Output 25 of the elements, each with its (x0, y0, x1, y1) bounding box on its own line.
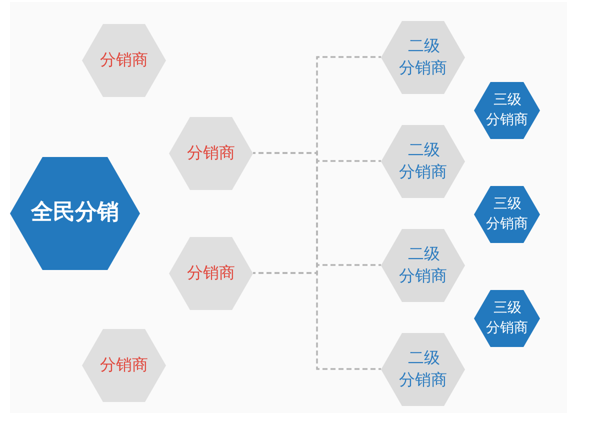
hexagon-node (381, 20, 465, 94)
hexagon-node (474, 186, 540, 242)
hexagon-node (381, 228, 465, 302)
hexagon-node (474, 82, 540, 138)
dashed-connector (253, 272, 381, 370)
hexagon-node (381, 124, 465, 198)
node-label: 二级分销商 (398, 139, 448, 183)
hexagon-node (10, 156, 140, 270)
node-label: 三级分销商 (486, 194, 528, 234)
hexagon-node (82, 328, 166, 402)
node-label: 二级分销商 (398, 35, 448, 79)
node-label: 分销商 (100, 355, 148, 375)
hexagon-node (169, 116, 253, 190)
node-label: 全民分销 (31, 200, 119, 226)
node-label: 三级分销商 (486, 90, 528, 130)
hexagon-node (474, 290, 540, 346)
hexagon-node (381, 332, 465, 406)
node-label: 分销商 (187, 143, 235, 163)
node-label: 二级分销商 (398, 347, 448, 391)
node-label: 分销商 (100, 50, 148, 70)
node-label: 二级分销商 (398, 243, 448, 287)
node-label: 三级分销商 (486, 298, 528, 338)
hexagon-node (82, 24, 166, 96)
hexagon-node (169, 236, 253, 310)
node-label: 分销商 (187, 263, 235, 283)
